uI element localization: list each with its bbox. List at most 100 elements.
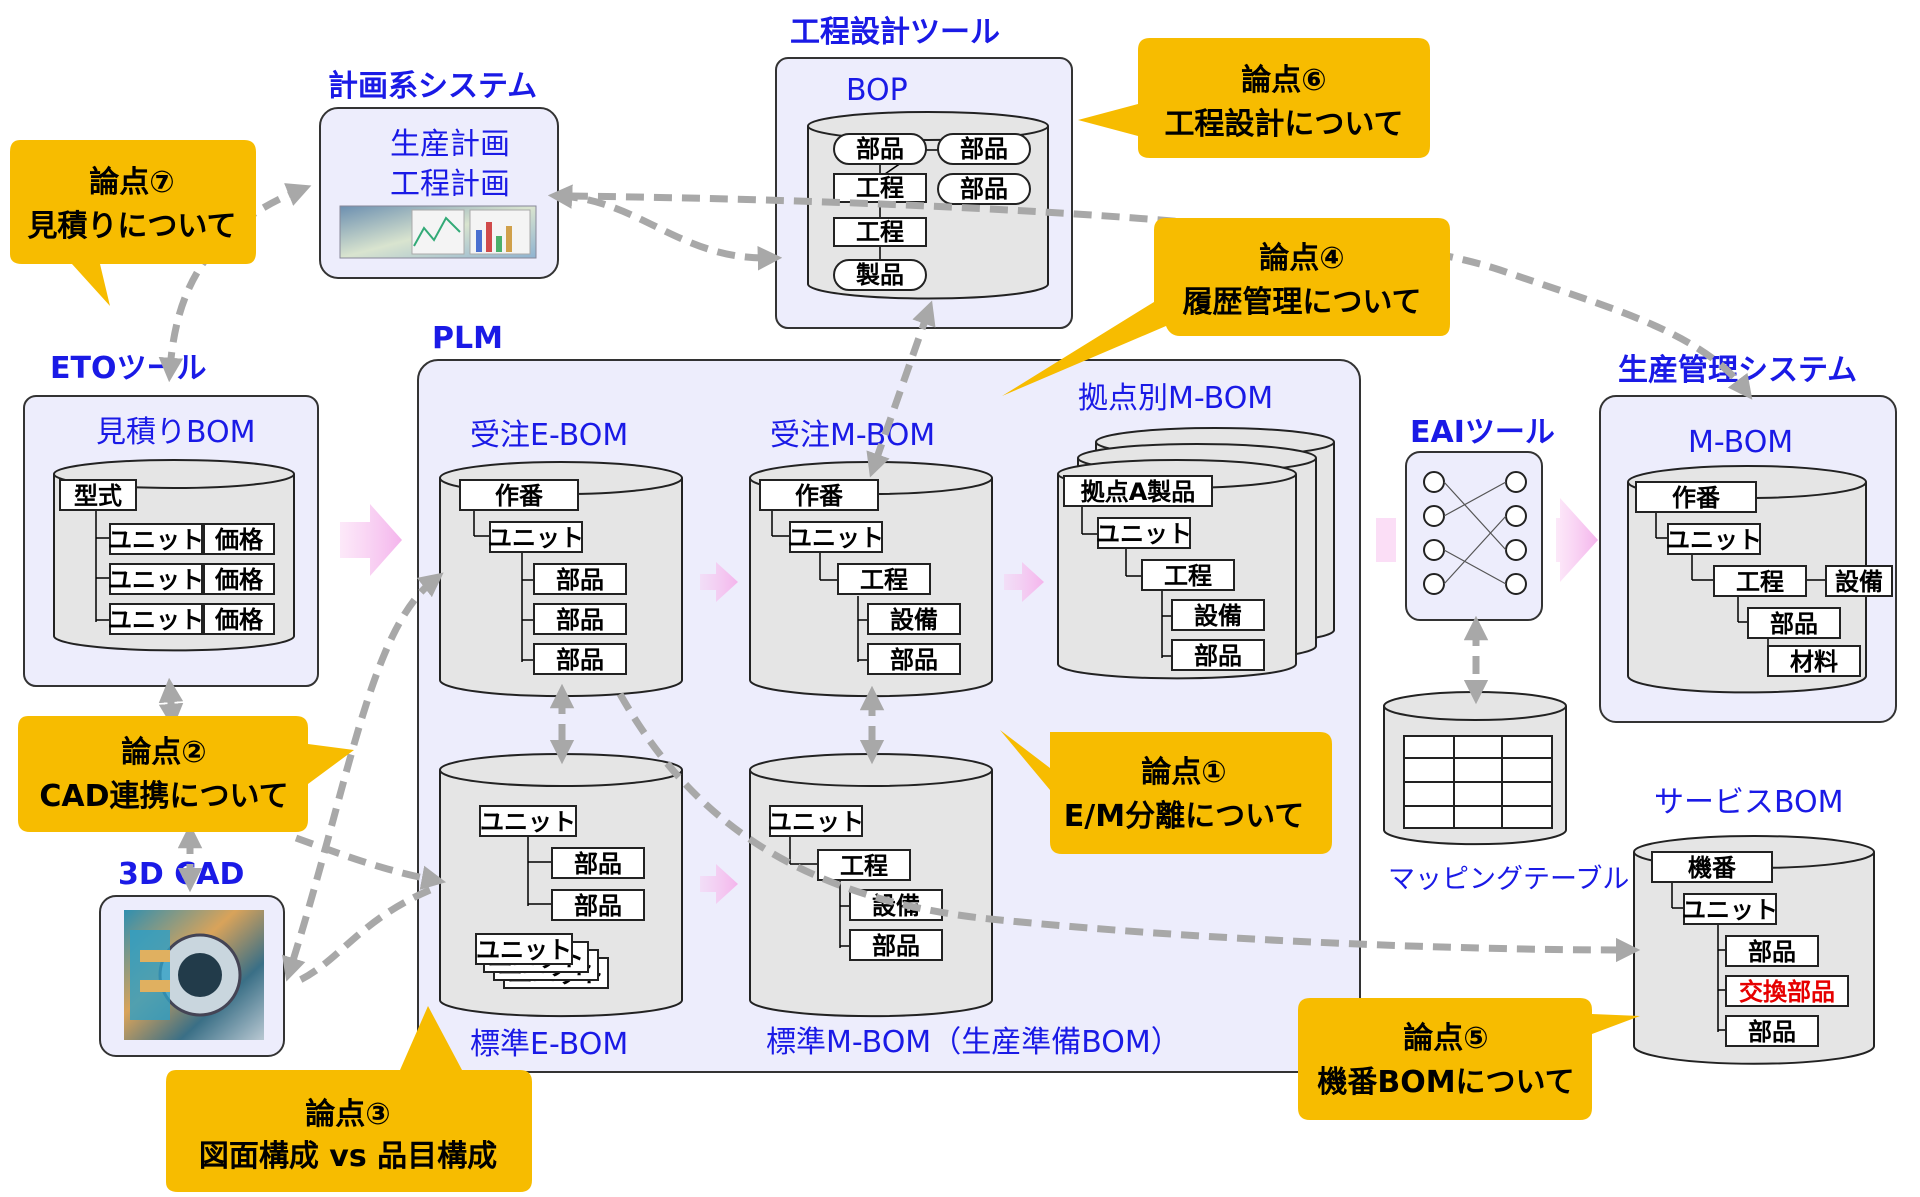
std-ebom-tree: ユニット 部品 部品 ユニット ユニット ユニット ユニット xyxy=(475,805,645,989)
order-ebom-tree: 作番 ユニット 部品 部品 部品 xyxy=(459,479,627,675)
site-mbom-node xyxy=(1171,639,1265,671)
std-ebom-node xyxy=(475,933,573,965)
prod-mbom-node-text: 材料 xyxy=(1790,648,1838,676)
connector-std-ebom-cad xyxy=(298,886,432,984)
site-mbom-tree: 拠点A製品 ユニット 工程 設備 部品 xyxy=(1063,475,1265,671)
std-mbom-node xyxy=(849,929,943,961)
process-design-tool-title: 工程設計ツール xyxy=(790,15,1000,50)
callout-2: 論点② CAD連携について xyxy=(18,716,354,832)
site-mbom-node-text: ユニット xyxy=(1096,520,1192,548)
estimate-bom-tree: 型式 ユニット 価格 ユニット 価格 ユニット 価格 xyxy=(59,479,275,635)
site-mbom-node xyxy=(1063,475,1213,507)
std-mbom-node xyxy=(769,805,863,837)
prod-mbom-node xyxy=(1747,607,1841,639)
callout-6-line1: 論点⑥ xyxy=(1241,63,1326,98)
std-ebom-node xyxy=(551,889,645,921)
service-bom-node-text: 機番 xyxy=(1688,854,1737,882)
site-mbom-node-text: 工程 xyxy=(1164,562,1212,590)
std-ebom-label: 標準E-BOM xyxy=(470,1027,628,1062)
std-mbom-node xyxy=(817,849,911,881)
bop-node xyxy=(833,173,927,203)
order-ebom-node-text: 部品 xyxy=(556,646,604,674)
bop-node-text: 工程 xyxy=(856,174,904,202)
3d-cad-title: 3D CAD xyxy=(118,857,244,892)
connector-estimate-callout2 xyxy=(158,677,184,729)
bop-node xyxy=(833,259,927,291)
connector-planning-bop xyxy=(547,184,783,271)
order-mbom-node-text: 工程 xyxy=(860,566,908,594)
bop-node xyxy=(937,173,1031,205)
service-bom-label: サービスBOM xyxy=(1654,785,1844,820)
site-mbom-node-text: 拠点A製品 xyxy=(1081,478,1196,506)
callout-1-line1: 論点① xyxy=(1141,755,1226,790)
callout-3-line2: 図面構成 vs 品目構成 xyxy=(199,1139,497,1174)
estimate-bom-root-text: 型式 xyxy=(74,482,122,510)
prod-mbom-node-text: 部品 xyxy=(1770,610,1818,638)
std-mbom-label: 標準M-BOM（生産準備BOM） xyxy=(766,1025,1181,1060)
connector-estimate-planning xyxy=(158,183,312,383)
callout-4-line2: 履歴管理について xyxy=(1182,285,1421,320)
planning-system-title: 計画系システム xyxy=(328,69,537,104)
site-mbom-node xyxy=(1097,517,1191,549)
order-ebom-label: 受注E-BOM xyxy=(470,418,628,453)
mapping-table-label: マッピングテーブル xyxy=(1388,864,1629,895)
site-mbom-node-text: 部品 xyxy=(1194,642,1242,670)
callout-4-line1: 論点④ xyxy=(1259,241,1344,276)
prod-mbom-node-text: 作番 xyxy=(1672,484,1721,512)
callout-2-line1: 論点② xyxy=(121,735,206,770)
order-mbom-node xyxy=(867,643,961,675)
service-bom-node-text: 部品 xyxy=(1748,938,1796,966)
std-ebom-node-text: ユニット xyxy=(480,808,576,836)
std-ebom-node-text: 部品 xyxy=(574,850,622,878)
flow-arrow xyxy=(700,562,738,602)
eai-mapping-icon xyxy=(1405,451,1543,621)
service-bom-tree: 機番 ユニット 部品 交換部品 部品 xyxy=(1651,851,1849,1047)
service-bom-node-text: 部品 xyxy=(1748,1018,1796,1046)
callout-1-line2: E/M分離について xyxy=(1064,799,1304,834)
production-mgmt-title: 生産管理システム xyxy=(1618,353,1857,388)
site-mbom-node xyxy=(1171,599,1265,631)
bop-node xyxy=(937,133,1031,165)
callout-7: 論点⑦ 見積りについて xyxy=(10,140,256,306)
service-bom-node-text: ユニット xyxy=(1682,896,1778,924)
prod-mbom-node xyxy=(1825,565,1893,597)
estimate-bom-unit-text: ユニット xyxy=(108,526,204,554)
bop-tree: 部品 部品 工程 部品 工程 製品 xyxy=(833,133,1031,291)
std-ebom-unit-stack: ユニット ユニット ユニット ユニット xyxy=(475,933,609,989)
service-bom-node xyxy=(1725,1015,1819,1047)
prod-mbom-node-text: 設備 xyxy=(1835,568,1883,596)
order-mbom-node xyxy=(837,563,931,595)
service-bom-node xyxy=(1651,851,1773,883)
planning-line2: 工程計画 xyxy=(390,167,510,202)
planning-screenshot-image xyxy=(339,205,537,259)
order-ebom-node xyxy=(533,563,627,595)
flow-arrow xyxy=(1376,518,1396,562)
callout-2-line2: CAD連携について xyxy=(39,779,288,814)
prod-mbom-node-text: ユニット xyxy=(1666,526,1762,554)
callout-3: 論点③ 図面構成 vs 品目構成 xyxy=(166,1006,532,1192)
estimate-bom-price xyxy=(203,603,275,635)
order-ebom-node-text: 部品 xyxy=(556,566,604,594)
std-mbom-node-text: 工程 xyxy=(840,852,888,880)
callout-1: 論点① E/M分離について xyxy=(1000,730,1332,854)
prod-mbom-label: M-BOM xyxy=(1688,425,1793,460)
prod-mbom-node xyxy=(1635,481,1757,513)
flow-arrow xyxy=(340,504,402,576)
prod-mbom-node xyxy=(1667,523,1761,555)
prod-mbom-tree: 作番 ユニット 工程 設備 部品 材料 xyxy=(1635,481,1893,677)
order-mbom-node-text: ユニット xyxy=(788,524,884,552)
service-bom-node xyxy=(1683,893,1777,925)
order-mbom-node-text: 設備 xyxy=(890,606,938,634)
eto-tool-title: ETOツール xyxy=(50,351,206,386)
prod-mbom-node xyxy=(1713,565,1807,597)
std-ebom-node-text: 部品 xyxy=(574,892,622,920)
planning-line1: 生産計画 xyxy=(390,127,510,162)
site-mbom-node-text: 設備 xyxy=(1194,602,1242,630)
estimate-bom-unit xyxy=(109,523,203,555)
order-mbom-node xyxy=(867,603,961,635)
order-ebom-node xyxy=(489,521,583,553)
bop-node-text: 部品 xyxy=(960,135,1008,163)
estimate-bom-unit-text: ユニット xyxy=(108,606,204,634)
estimate-bom-label: 見積りBOM xyxy=(96,415,256,450)
bop-node-text: 部品 xyxy=(960,175,1008,203)
